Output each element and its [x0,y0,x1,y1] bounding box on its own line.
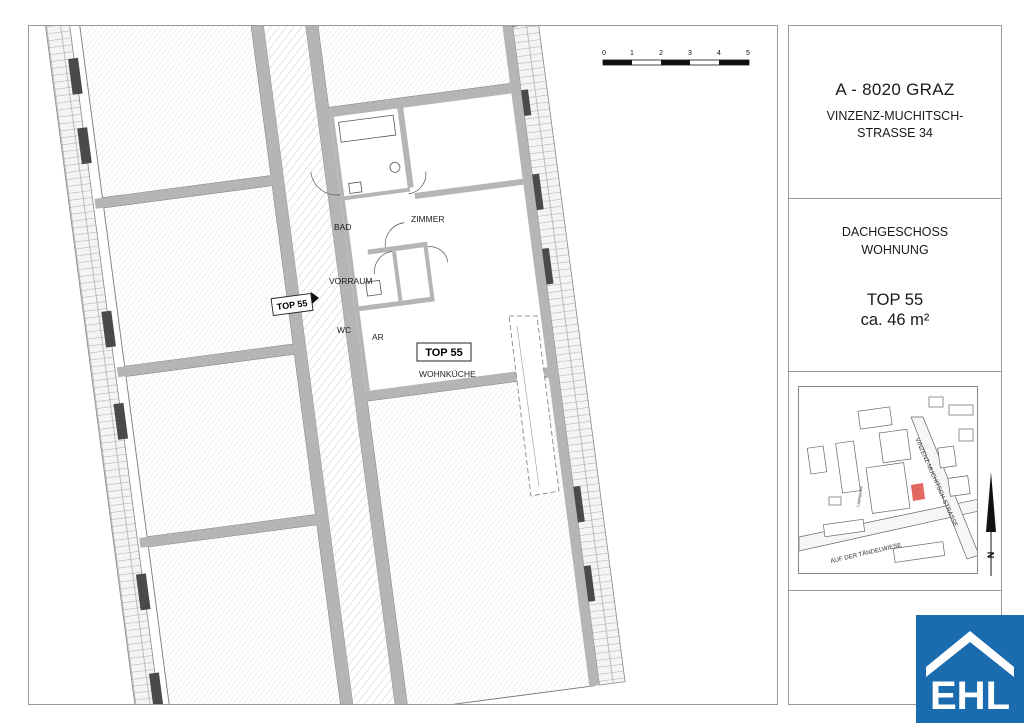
floor-description: DACHGESCHOSS WOHNUNG [789,223,1001,259]
door-arc-zimmer [408,171,427,195]
street-line-2: STRASSE 34 [857,126,933,140]
balcony [508,315,560,497]
door-arc-corridor [310,172,341,196]
floor-plan-drawing: BAD ZIMMER VORRAUM WC AR WOHNKÜCHE TOP 5… [40,26,750,704]
bath-toilet [389,161,401,173]
north-arrow-icon [986,472,996,532]
info-panel: A - 8020 GRAZ VINZENZ-MUCHITSCH- STRASSE… [788,25,1002,705]
unit-name: TOP 55 [866,291,924,309]
room-ar-label: AR [372,332,384,342]
bathtub [338,114,397,143]
room-wohnkueche-label: WOHNKÜCHE [419,369,476,379]
ehl-logo: EHL [916,615,1024,723]
washbasin [348,181,363,194]
wc-toilet [365,279,382,297]
location-highlight [911,483,925,501]
map-street-bottom: AUF DER TÄNDELWIESE [830,542,902,565]
unit-area: ca. 46 m² [860,311,930,329]
scale-tick-5: 5 [746,50,750,57]
apartment-top55 [310,93,548,392]
map-street-small: Lagergasse [855,485,864,507]
street-address: VINZENZ-MUCHITSCH- STRASSE 34 [789,108,1001,142]
city-title: A - 8020 GRAZ [835,80,955,99]
house-roof-icon [926,631,1014,677]
left-windows [68,57,164,704]
room-zimmer-label: ZIMMER [411,214,445,224]
door-arc-vorraum [384,222,405,248]
entrance-arrow [311,292,319,304]
scale-bar: 0 1 2 3 4 5 [602,50,750,66]
scale-tick-1: 1 [630,50,634,57]
room-bad-label: BAD [334,222,351,232]
north-arrow: N [986,472,996,576]
unit-summary: TOP 55 ca. 46 m² [789,290,1001,330]
north-label: N [986,552,996,559]
scale-tick-2: 2 [659,50,663,57]
address-section: A - 8020 GRAZ VINZENZ-MUCHITSCH- STRASSE… [789,26,1001,199]
unit-section: DACHGESCHOSS WOHNUNG TOP 55 ca. 46 m² [789,199,1001,372]
door-arc-living [427,246,449,263]
floor-line-1: DACHGESCHOSS [841,225,949,239]
neighbor-units-left [74,26,344,704]
room-wc-label: WC [337,325,351,335]
floor-line-2: WOHNUNG [861,243,929,257]
unit-label-box: TOP 55 [416,342,472,362]
room-vorraum-label: VORRAUM [329,276,372,286]
walls-right [296,26,600,704]
scale-tick-3: 3 [688,50,692,57]
scale-tick-0: 0 [602,50,606,57]
logo-text: EHL [930,674,1010,718]
street-line-1: VINZENZ-MUCHITSCH- [826,109,964,123]
building-floor [40,26,626,704]
walls-left [94,26,355,704]
left-facade-wall [40,26,165,704]
location-map: VINZENZ-MUCHITSCH-STRASSE AUF DER TÄNDEL… [798,386,978,574]
door-arc-wc [374,251,392,274]
unit-label: TOP 55 [425,347,463,359]
entrance-marker: TOP 55 [270,292,319,317]
location-map-drawing: VINZENZ-MUCHITSCH-STRASSE AUF DER TÄNDEL… [799,396,977,565]
location-section: VINZENZ-MUCHITSCH-STRASSE AUF DER TÄNDEL… [789,372,1001,591]
floor-plan: BAD ZIMMER VORRAUM WC AR WOHNKÜCHE TOP 5… [28,25,778,705]
entrance-label: TOP 55 [276,298,308,312]
scale-tick-4: 4 [717,50,721,57]
